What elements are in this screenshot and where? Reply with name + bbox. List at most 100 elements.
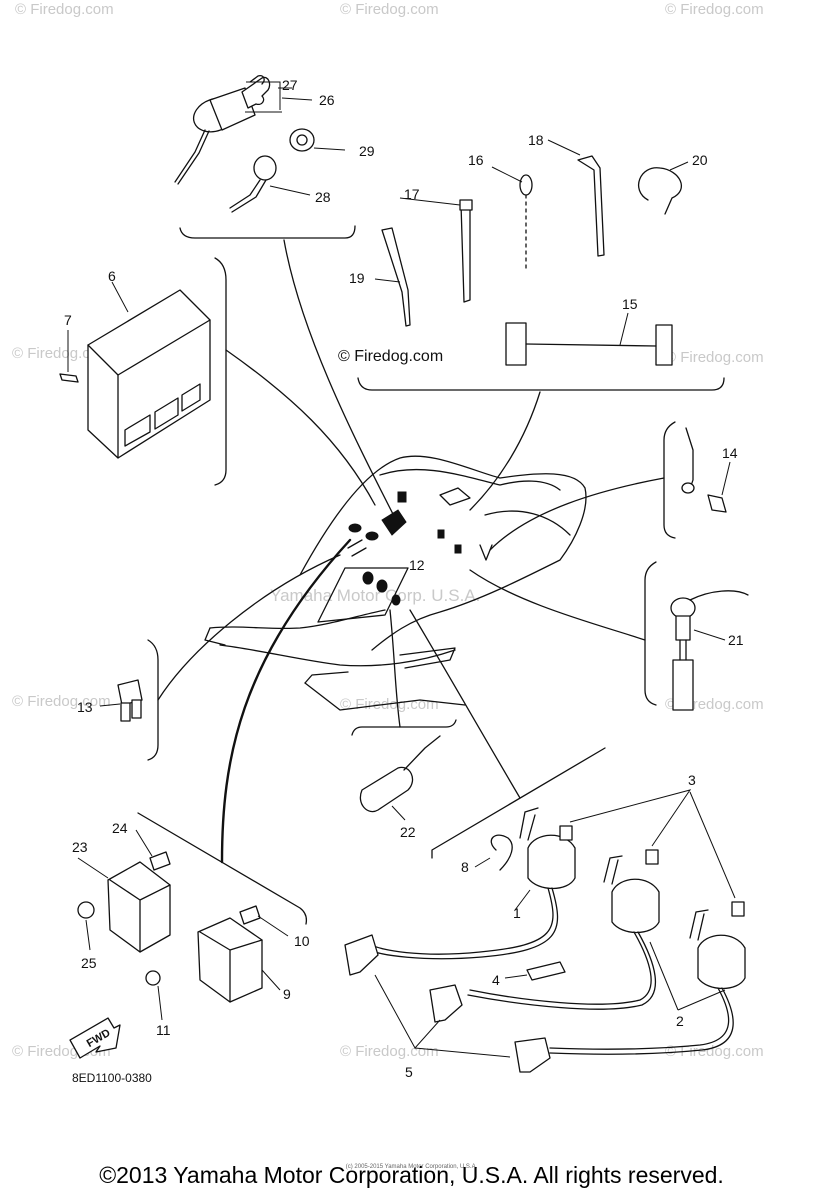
main-switch-group	[174, 74, 346, 213]
relay-13-leg-a	[120, 702, 131, 722]
nut-25	[77, 901, 95, 919]
relay-group	[99, 679, 143, 722]
leader-condenser	[389, 609, 401, 728]
key-27	[241, 76, 271, 109]
cdi-23-edges	[109, 879, 171, 953]
callout-5: 5	[405, 1064, 413, 1080]
bolt-3a	[559, 825, 573, 841]
connector-clip	[479, 544, 493, 561]
watermark-mid-left: © Firedog.com	[12, 345, 111, 362]
frame-top-ridge	[379, 468, 561, 491]
callout-13: 13	[77, 699, 93, 715]
condenser-22	[359, 766, 414, 813]
clip-20	[638, 167, 683, 215]
footer-copyright: ©2013 Yamaha Motor Corporation, U.S.A. A…	[99, 1162, 724, 1188]
leader-13	[99, 703, 121, 707]
callout-3: 3	[688, 772, 696, 788]
callout-7: 7	[64, 312, 72, 328]
nut-11	[145, 970, 161, 986]
fasteners-group	[374, 139, 689, 366]
sender-21-neck	[675, 615, 691, 641]
callout-8: 8	[461, 859, 469, 875]
cap-28	[253, 155, 277, 181]
sender-21-float	[672, 659, 694, 711]
main-switch-cable	[174, 129, 206, 183]
watermark-top-right: © Firedog.com	[665, 1, 764, 18]
bracket-condenser	[351, 719, 457, 736]
watermark-yamaha: Yamaha Motor Corp. U.S.A.	[270, 586, 480, 605]
plug-cap-5a	[344, 934, 379, 976]
clip-8	[490, 834, 513, 871]
leader-22	[391, 805, 406, 821]
frame-lower	[219, 644, 456, 667]
callout-10: 10	[294, 933, 310, 949]
leader-key-switch	[283, 239, 396, 519]
frame-vent	[439, 487, 471, 506]
leader-band	[489, 477, 665, 551]
leader-14	[721, 461, 731, 496]
fwd-arrow: FWD	[69, 1017, 121, 1059]
harness-loop	[317, 567, 409, 623]
plug-cap-5b	[429, 984, 463, 1023]
leader-fasteners	[469, 391, 541, 511]
frame-floor	[209, 609, 386, 630]
bolt-24	[149, 851, 171, 871]
connector-d	[376, 579, 388, 593]
leaders-6-7	[67, 281, 129, 372]
ecu-group	[59, 281, 211, 459]
tie-17-head	[459, 199, 473, 211]
bracket-relay	[147, 639, 159, 761]
coil-2a-wires	[603, 855, 623, 885]
coupler-15-wire	[525, 343, 657, 347]
fwd-arrow-shape	[69, 1017, 121, 1059]
callout-26: 26	[319, 92, 335, 108]
leader-26-27	[245, 81, 313, 113]
callout-24: 24	[112, 820, 128, 836]
watermark-low-left: © Firedog.com	[12, 693, 111, 710]
connector-g	[437, 529, 445, 539]
condenser-22-wire	[403, 735, 441, 771]
sender-21-cap	[670, 597, 696, 619]
leader-fuel-sender	[469, 569, 646, 641]
bracket-key-switch	[179, 225, 356, 239]
connector-h	[454, 544, 462, 554]
lead-1-b	[369, 887, 559, 960]
leader-21	[693, 629, 726, 641]
leader-ecu	[225, 349, 376, 506]
coil-2b-wires	[689, 909, 709, 941]
bolt-3b	[645, 849, 659, 865]
callout-20: 20	[692, 152, 708, 168]
connector-main	[381, 509, 407, 536]
band-bolt-group	[681, 427, 731, 513]
leader-ignition	[409, 609, 521, 799]
lead-2b	[549, 987, 730, 1050]
frame-nose	[204, 627, 226, 646]
bracket-cdi	[137, 812, 308, 925]
relay-13-top	[117, 679, 143, 706]
callout-4: 4	[492, 972, 500, 988]
plug-cap-5c	[514, 1037, 551, 1073]
fuel-sender-group	[670, 590, 749, 711]
lead-1	[371, 887, 554, 955]
coil-2a	[611, 878, 660, 934]
cap-28-strap-b	[231, 179, 267, 213]
frame-outline-upper	[299, 455, 587, 651]
bracket-band	[663, 421, 676, 539]
screw-7	[59, 373, 79, 383]
frame-runner	[304, 682, 466, 711]
coupler-15-left	[505, 322, 527, 366]
bolt-3c	[731, 901, 745, 917]
coil-2b	[697, 934, 746, 990]
band-19	[381, 227, 411, 327]
band-18	[577, 155, 605, 257]
drawing-code: 8ED1100-0380	[72, 1071, 152, 1085]
sender-21-rods	[679, 639, 687, 661]
cdi-23	[107, 861, 171, 953]
watermark-top-center: © Firedog.com	[340, 1, 439, 18]
cap-28-strap	[229, 179, 261, 209]
watermark-bottom-center: © Firedog.com	[340, 1043, 439, 1060]
leaders-cdi	[77, 829, 289, 1021]
callout-6: 6	[108, 268, 116, 284]
frame-step	[399, 647, 456, 669]
band-14-eye	[681, 482, 695, 494]
